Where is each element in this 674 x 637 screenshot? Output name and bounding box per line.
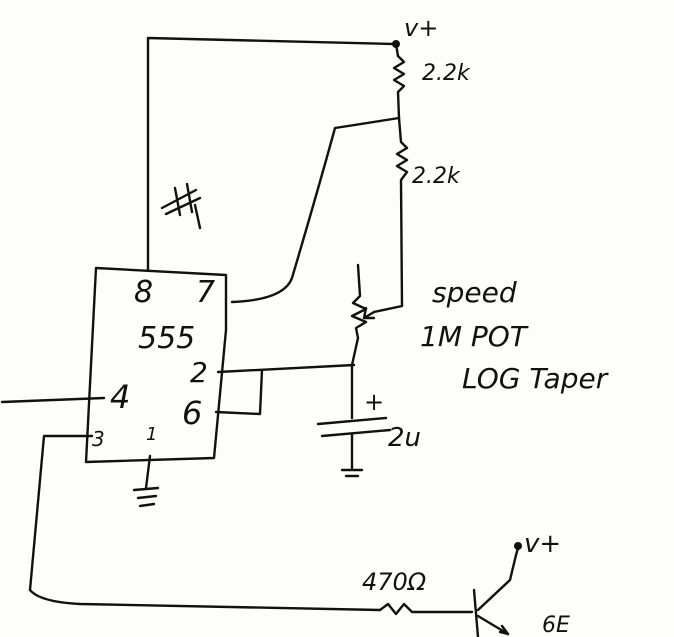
ic-555-body: [84, 266, 228, 464]
label-transistor: 6E: [542, 613, 570, 637]
transistor-emitter-arrow: [498, 624, 510, 636]
ic-ground-symbol: [132, 486, 160, 508]
label-pin8: 8: [134, 275, 153, 310]
wire-pin1-to-ground: [144, 454, 152, 490]
wire-pin4: [0, 396, 106, 404]
label-r1: 2.2k: [422, 61, 471, 86]
label-cap-plus: +: [364, 388, 384, 416]
label-pin3: 3: [92, 427, 105, 451]
pot-wiper-arrow: [362, 306, 376, 320]
label-cap: 2u: [388, 423, 421, 453]
label-vplus-bottom: v+: [524, 529, 561, 559]
label-pot-line1: speed: [432, 276, 517, 309]
label-pot-line3: LOG Taper: [462, 362, 609, 395]
label-ic: 555: [138, 321, 195, 356]
label-pin1: 1: [146, 424, 157, 445]
scribble-mark: [160, 182, 202, 230]
wire-vplus-to-r1: [394, 42, 400, 58]
label-pot-line2: 1M POT: [420, 320, 529, 353]
label-pin2: 2: [190, 356, 208, 389]
potentiometer: [350, 263, 368, 367]
vplus-node-bottom: [514, 542, 522, 550]
transistor: [472, 546, 520, 637]
wire-pin2-pin6-bridge: [214, 368, 264, 416]
label-vplus-top: v+: [404, 14, 438, 42]
label-rbase: 470Ω: [362, 568, 427, 596]
label-pin7: 7: [196, 275, 215, 310]
wire-r2-to-wiper: [372, 304, 404, 314]
wire-pin3-output: [28, 434, 382, 612]
wire-junction-to-pin7: [230, 116, 401, 304]
wire-pin8-to-vplus: [146, 36, 395, 272]
capacitor: [316, 416, 392, 438]
wire-pin2-to-timing-node: [216, 363, 356, 374]
resistor-base: [378, 602, 474, 616]
label-r2: 2.2k: [412, 164, 461, 189]
cap-ground-symbol: [340, 468, 364, 478]
resistor-r1: [392, 54, 406, 120]
label-pin6: 6: [182, 394, 202, 432]
label-pin4: 4: [110, 378, 130, 416]
resistor-r2: [395, 116, 409, 308]
